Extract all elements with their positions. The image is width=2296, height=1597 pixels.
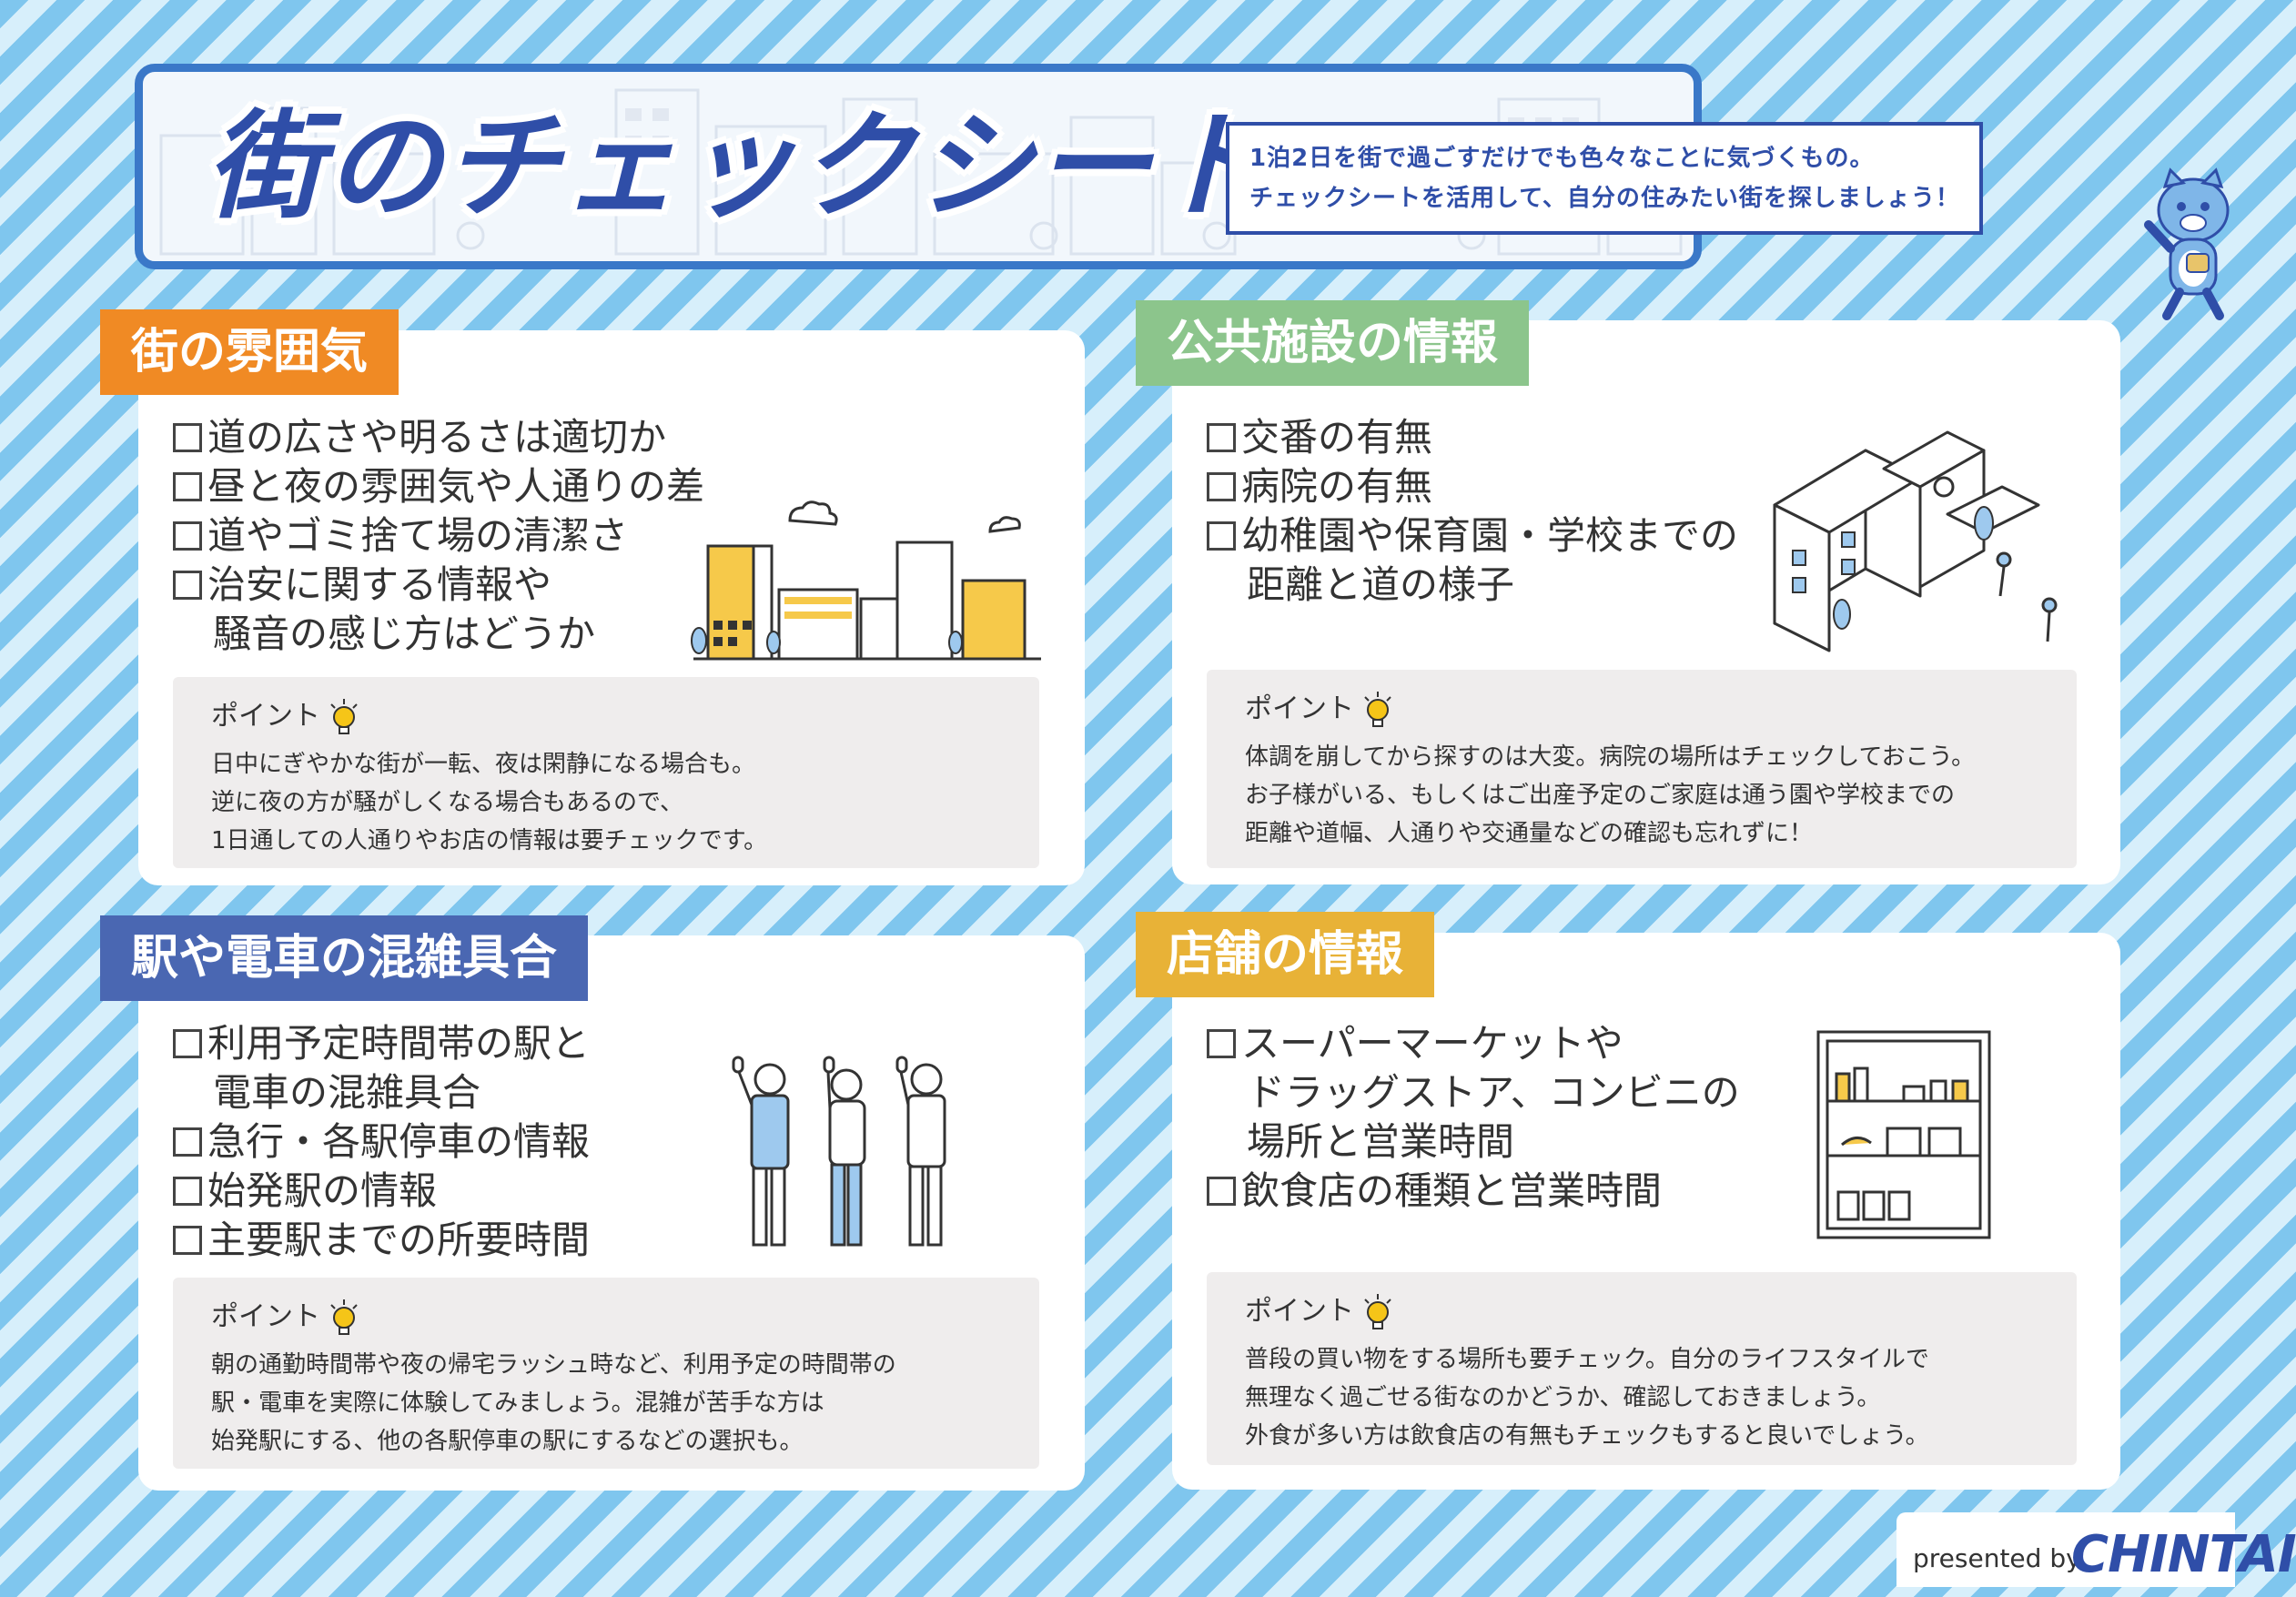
tiger-mascot-icon bbox=[2144, 167, 2230, 320]
checkbox-icon[interactable] bbox=[1207, 423, 1236, 452]
station-congestion-section-title: 駅や電車の混雑具合 bbox=[100, 915, 589, 1001]
checklist-item[interactable]: 病院の有無 bbox=[1207, 462, 1738, 511]
shops-checklist: スーパーマーケットやドラッグストア、コンビニの場所と営業時間 飲食店の種類と営業… bbox=[1207, 1019, 1740, 1216]
checklist-item[interactable]: 交番の有無 bbox=[1207, 413, 1738, 462]
intro-line: チェックシートを活用して、自分の住みたい街を探しましょう！ bbox=[1249, 185, 1960, 212]
checkbox-icon[interactable] bbox=[173, 521, 202, 551]
checkbox-icon[interactable] bbox=[173, 472, 202, 501]
intro-line: 1泊2日を街で過ごすだけでも色々なことに気づくもの。 bbox=[1249, 145, 1875, 172]
checkbox-icon[interactable] bbox=[1207, 1029, 1236, 1058]
point-text-line: 体調を崩してから探すのは大変。病院の場所はチェックしておこう。 bbox=[1245, 743, 1976, 771]
checklist-item[interactable]: 利用予定時間帯の駅と電車の混雑具合 bbox=[173, 1019, 590, 1117]
school-building-illustration bbox=[1773, 430, 2058, 652]
checkbox-icon[interactable] bbox=[1207, 521, 1236, 551]
point-text-line: 逆に夜の方が騒がしくなる場合もあるので、 bbox=[211, 788, 683, 816]
city-buildings-illustration bbox=[691, 500, 1041, 661]
point-text-line: 駅・電車を実際に体験してみましょう。混雑が苦手な方は bbox=[211, 1389, 824, 1417]
store-shelf-illustration bbox=[1816, 1030, 1991, 1239]
shops-point-box: ポイント 普段の買い物をする場所も要チェック。自分のライフスタイルで 無理なく過… bbox=[1207, 1272, 2077, 1465]
point-heading: ポイント bbox=[1245, 1289, 2038, 1335]
checklist-item[interactable]: 道やゴミ捨て場の清潔さ bbox=[173, 511, 704, 561]
point-text-line: 距離や道幅、人通りや交通量などの確認も忘れずに！ bbox=[1245, 819, 1814, 847]
public-facilities-point-box: ポイント 体調を崩してから探すのは大変。病院の場所はチェックしておこう。 お子様… bbox=[1207, 670, 2077, 868]
point-text-line: 朝の通勤時間帯や夜の帰宅ラッシュ時など、利用予定の時間帯の bbox=[211, 1350, 896, 1379]
point-text-line: お子様がいる、もしくはご出産予定のご家庭は通う園や学校までの bbox=[1245, 781, 1956, 809]
point-text-line: 外食が多い方は飲食店の有無もチェックもすると良いでしょう。 bbox=[1245, 1421, 1929, 1450]
point-text-line: 1日通しての人通りやお店の情報は要チェックです。 bbox=[211, 826, 768, 854]
atmosphere-section-title: 街の雰囲気 bbox=[100, 309, 400, 395]
lightbulb-icon bbox=[330, 698, 358, 734]
checkbox-icon[interactable] bbox=[173, 571, 202, 600]
checklist-item[interactable]: 始発駅の情報 bbox=[173, 1167, 590, 1216]
shops-section-title: 店舗の情報 bbox=[1136, 912, 1435, 997]
public-facilities-section-title: 公共施設の情報 bbox=[1136, 300, 1530, 386]
point-heading: ポイント bbox=[211, 1294, 1001, 1340]
header-banner: 街のチェックシート 1泊2日を街で過ごすだけでも色々なことに気づくもの。 チェッ… bbox=[135, 64, 2230, 320]
point-text-line: 無理なく過ごせる街なのかどうか、確認しておきましょう。 bbox=[1245, 1383, 1881, 1411]
point-text-line: 普段の買い物をする場所も要チェック。自分のライフスタイルで bbox=[1245, 1345, 1929, 1373]
checkbox-icon[interactable] bbox=[173, 1226, 202, 1255]
checklist-item[interactable]: 主要駅までの所要時間 bbox=[173, 1216, 590, 1265]
atmosphere-checklist: 道の広さや明るさは適切か 昼と夜の雰囲気や人通りの差 道やゴミ捨て場の清潔さ 治… bbox=[173, 413, 704, 659]
checkbox-icon[interactable] bbox=[173, 1127, 202, 1157]
checkbox-icon[interactable] bbox=[173, 1177, 202, 1206]
point-text-line: 始発駅にする、他の各駅停車の駅にするなどの選択も。 bbox=[211, 1427, 804, 1455]
checkbox-icon[interactable] bbox=[173, 1029, 202, 1058]
point-text-line: 日中にぎやかな街が一転、夜は閑静になる場合も。 bbox=[211, 750, 756, 778]
lightbulb-icon bbox=[1364, 691, 1391, 727]
checkbox-icon[interactable] bbox=[173, 423, 202, 452]
checklist-item[interactable]: 急行・各駅停車の情報 bbox=[173, 1117, 590, 1167]
atmosphere-point-box: ポイント 日中にぎやかな街が一転、夜は閑静になる場合も。 逆に夜の方が騒がしくな… bbox=[173, 677, 1039, 868]
station-congestion-point-box: ポイント 朝の通勤時間帯や夜の帰宅ラッシュ時など、利用予定の時間帯の 駅・電車を… bbox=[173, 1278, 1039, 1469]
checklist-item[interactable]: 道の広さや明るさは適切か bbox=[173, 413, 704, 462]
commuters-illustration bbox=[732, 1056, 946, 1247]
point-heading: ポイント bbox=[1245, 686, 2038, 733]
checkbox-icon[interactable] bbox=[1207, 1177, 1236, 1206]
checklist-item[interactable]: スーパーマーケットやドラッグストア、コンビニの場所と営業時間 bbox=[1207, 1019, 1740, 1167]
lightbulb-icon bbox=[330, 1299, 358, 1335]
checklist-item[interactable]: 飲食店の種類と営業時間 bbox=[1207, 1167, 1740, 1216]
chintai-logo: CHINTAI bbox=[2071, 1525, 2296, 1584]
page-title: 街のチェックシート bbox=[207, 99, 1272, 235]
public-facilities-checklist: 交番の有無 病院の有無 幼稚園や保育園・学校までの距離と道の様子 bbox=[1207, 413, 1738, 610]
presented-by-badge: presented by CHINTAI bbox=[1896, 1512, 2296, 1587]
station-congestion-checklist: 利用予定時間帯の駅と電車の混雑具合 急行・各駅停車の情報 始発駅の情報 主要駅ま… bbox=[173, 1019, 590, 1265]
checklist-item[interactable]: 幼稚園や保育園・学校までの距離と道の様子 bbox=[1207, 511, 1738, 610]
checklist-item[interactable]: 治安に関する情報や騒音の感じ方はどうか bbox=[173, 561, 704, 659]
lightbulb-icon bbox=[1364, 1293, 1391, 1329]
checkbox-icon[interactable] bbox=[1207, 472, 1236, 501]
point-heading: ポイント bbox=[211, 693, 1001, 740]
checklist-item[interactable]: 昼と夜の雰囲気や人通りの差 bbox=[173, 462, 704, 511]
intro-text-box: 1泊2日を街で過ごすだけでも色々なことに気づくもの。 チェックシートを活用して、… bbox=[1226, 122, 1983, 235]
presented-by-text: presented by bbox=[1913, 1543, 2081, 1573]
